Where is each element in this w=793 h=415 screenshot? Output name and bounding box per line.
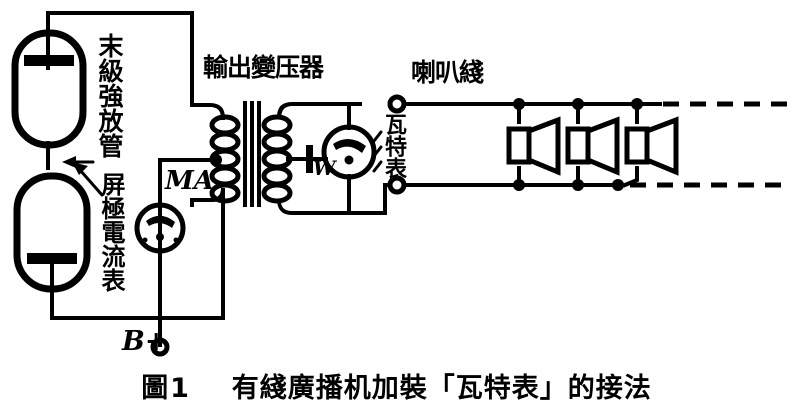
label-w-meter: W — [313, 156, 336, 180]
speaker-1-coil — [506, 126, 532, 165]
figure-caption: 圖1 有綫廣播机加裝「瓦特表」的接法 — [0, 366, 793, 405]
ma-meter-dot-left — [142, 237, 148, 243]
speaker-3-bottom-junction — [612, 179, 624, 191]
label-output-transformer: 輸出變压器 — [203, 53, 324, 82]
label-power-tube: 末級強放管 — [95, 33, 124, 158]
speaker-3-coil — [624, 126, 650, 165]
transformer-primary-winding — [209, 114, 241, 204]
ma-meter-needle — [146, 215, 175, 228]
tube-plate-upper — [24, 55, 74, 66]
label-plate-current-meter: 屏極電流表 — [97, 172, 125, 292]
wattmeter-needle — [333, 138, 366, 153]
terminal-top — [387, 94, 407, 114]
lower-power-tube — [13, 172, 91, 320]
transformer-core — [243, 101, 261, 207]
label-b-plus: B+ — [122, 326, 168, 357]
label-wattmeter: 瓦特表 — [381, 113, 406, 179]
wattmeter-coil-bar — [306, 145, 313, 173]
speaker-2-cone — [585, 116, 620, 176]
ma-meter-dot-right — [173, 237, 179, 243]
caption-text: 有綫廣播机加裝「瓦特表」的接法 — [231, 373, 652, 404]
ma-meter-body — [134, 202, 186, 254]
speaker-2-coil — [565, 126, 591, 165]
label-speaker-line: 喇叭綫 — [411, 58, 484, 87]
terminal-bottom — [387, 175, 407, 195]
speaker-distribution-lines — [402, 101, 788, 188]
upper-power-tube — [11, 29, 87, 170]
speaker-1-cone — [526, 116, 561, 176]
b-plus-terminal — [150, 337, 170, 357]
caption-number: 圖1 — [141, 373, 191, 404]
wattmeter — [286, 102, 383, 215]
speaker-2 — [565, 98, 620, 191]
speaker-1 — [506, 98, 561, 191]
wiring-bottom-bus — [50, 158, 225, 357]
ma-meter-pivot — [156, 233, 164, 241]
wattmeter-pivot — [344, 155, 354, 165]
pointer-arrows — [62, 156, 104, 197]
label-ma-meter: MA — [165, 166, 214, 196]
speaker-3-cone — [644, 116, 679, 176]
ma-meter — [134, 202, 186, 254]
speaker-3 — [612, 98, 679, 191]
